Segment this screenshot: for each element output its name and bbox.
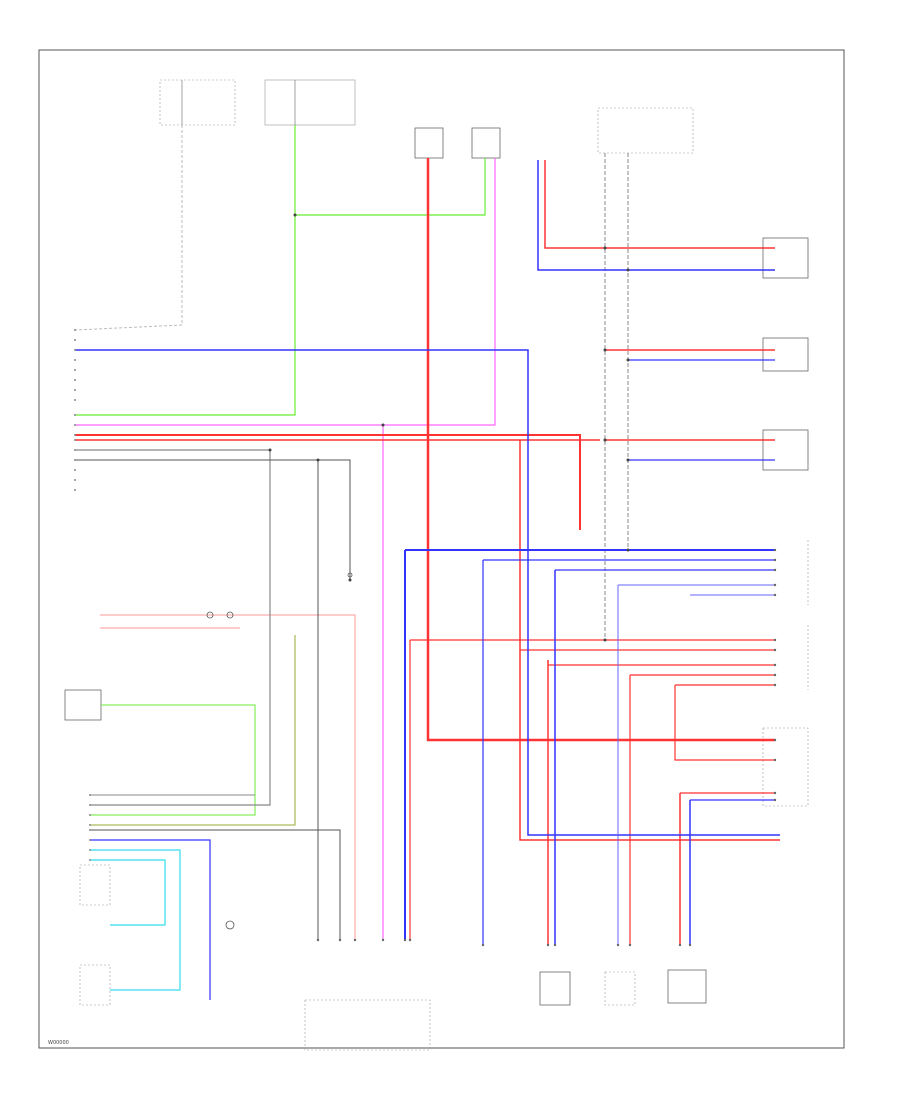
- wire-blue-left-lower: [90, 839, 211, 1000]
- wire-cyan-1: [90, 849, 181, 991]
- wire-green-junction: [295, 158, 486, 216]
- connector-dots: [268, 213, 630, 642]
- fuse-box-left: [159, 79, 236, 126]
- wire-red-main-left: [75, 434, 581, 530]
- wire-red-vsa-8: [674, 685, 775, 761]
- wire-green-fuse: [75, 125, 296, 416]
- transfer-control-module: [762, 429, 809, 471]
- module-bottom-2: [604, 971, 636, 1006]
- wire-green-lower: [90, 635, 296, 826]
- left-module-lower-1: [79, 864, 111, 906]
- indicator-unit: [64, 689, 102, 721]
- diagram-border: [38, 49, 845, 1049]
- module-bottom-3: [667, 969, 707, 1004]
- junction-box: [471, 127, 501, 159]
- fuse-symbol-ecm: [225, 920, 235, 930]
- transmission-control-module: [762, 337, 809, 372]
- wire-gray-yaw-1: [604, 153, 775, 641]
- wire-cyan-2: [90, 859, 166, 926]
- wire-dark-1: [75, 449, 271, 806]
- wire-pink-left: [100, 614, 356, 940]
- wire-red-yaw: [544, 160, 775, 249]
- diagram-code: W00000: [48, 1040, 69, 1046]
- multiplex-control-unit: [762, 727, 809, 807]
- left-harness-pins: [74, 329, 76, 491]
- lower-left-harness-pins: [89, 794, 91, 861]
- module-bottom-1: [539, 971, 571, 1006]
- abs-unit-box: [414, 127, 444, 159]
- wire-red-abs-main: [426, 158, 775, 742]
- yaw-sensor-box: [597, 107, 694, 154]
- switch-symbol: [347, 490, 353, 578]
- engine-control-module: [304, 999, 431, 1051]
- steering-angle-sensor: [762, 237, 809, 279]
- left-module-lower-2: [79, 964, 111, 1006]
- fuse-box-right: [264, 79, 356, 126]
- wire-blue-yaw: [537, 160, 775, 271]
- wire-blue-bus: [75, 349, 780, 836]
- wire-dark-4: [90, 829, 341, 940]
- wire-green-indicator: [90, 704, 256, 816]
- bottom-terminal-pins: [316, 938, 692, 947]
- wire-gray-fuse-left: [74, 125, 183, 331]
- wire-pink-junction: [75, 158, 496, 426]
- splice-symbol-1: [206, 611, 234, 619]
- wire-red-left-drop: [519, 440, 780, 841]
- wire-gray-yaw-2: [627, 153, 775, 551]
- wire-dark-2: [75, 459, 351, 580]
- vsa-connector-pins: [773, 548, 777, 802]
